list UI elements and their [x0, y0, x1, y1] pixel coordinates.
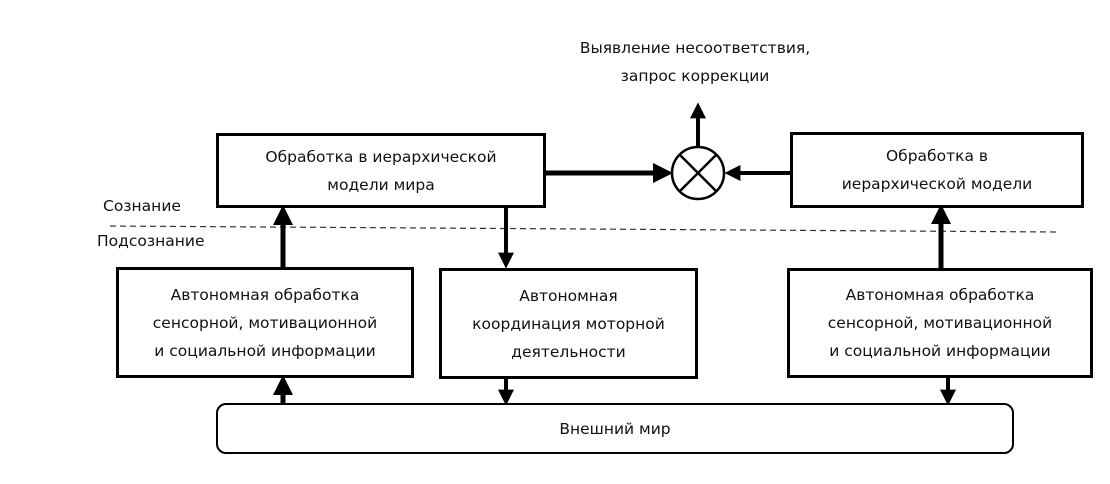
box-world-model-right-text: Обработка в иерархической модели — [841, 147, 1033, 193]
subconscious-level-label: Подсознание — [97, 232, 205, 250]
box-world-model-right: Обработка в иерархической модели — [790, 132, 1084, 208]
conscious-subconscious-divider — [109, 225, 1059, 233]
box-autonomous-right-text: Автономная обработка сенсорной, мотиваци… — [827, 286, 1053, 360]
box-external-world: Внешний мир — [216, 403, 1014, 454]
box-motor-coordination-text: Автономная координация моторной деятельн… — [472, 286, 665, 361]
comparator-circle-x-icon — [670, 145, 726, 201]
box-external-world-text: Внешний мир — [559, 419, 671, 438]
box-motor-coordination: Автономная координация моторной деятельн… — [439, 268, 698, 379]
box-world-model-left: Обработка в иерархической модели мира — [216, 133, 546, 208]
box-autonomous-right: Автономная обработка сенсорной, мотиваци… — [787, 268, 1093, 378]
mismatch-detection-label: Выявление несоответствия, запрос коррекц… — [579, 39, 811, 85]
box-world-model-left-text: Обработка в иерархической модели мира — [265, 147, 497, 194]
box-autonomous-left: Автономная обработка сенсорной, мотиваци… — [116, 267, 414, 378]
conscious-level-label: Сознание — [103, 197, 181, 215]
box-autonomous-left-text: Автономная обработка сенсорной, мотиваци… — [152, 285, 378, 360]
